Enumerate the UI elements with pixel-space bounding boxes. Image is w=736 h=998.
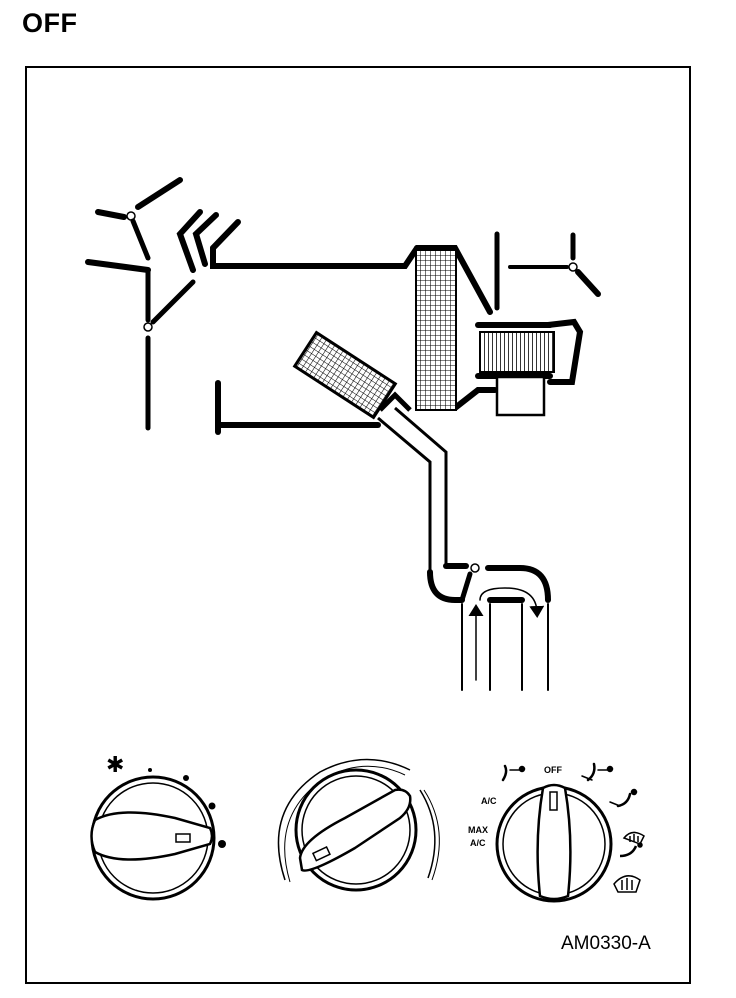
- fan-icon: ✱: [106, 753, 124, 778]
- page-title: OFF: [22, 8, 78, 38]
- blower-wheel: [479, 331, 555, 417]
- heater-core-seal: [378, 391, 412, 412]
- mode-label-max-ac-line2: A/C: [470, 838, 486, 848]
- diagram-frame: [25, 66, 691, 984]
- fan-speed-knob[interactable]: ✱: [90, 753, 227, 901]
- mode-label-ac: A/C: [481, 796, 497, 806]
- panel-floor-icon: [581, 762, 614, 782]
- floor-defrost-icon: [619, 831, 645, 858]
- defrost-icon: [613, 875, 641, 893]
- hvac-housing: [210, 231, 601, 435]
- evaporator-core: [415, 249, 457, 411]
- mode-knob[interactable]: [495, 783, 613, 903]
- figure-code: AM0330-A: [561, 933, 651, 954]
- floor-icon: [609, 788, 638, 808]
- mode-label-max-ac-line1: MAX: [468, 825, 488, 835]
- panel-vent-icon: [501, 764, 526, 782]
- heater-core: [292, 330, 398, 420]
- lower-duct: [377, 406, 448, 572]
- temperature-knob[interactable]: [277, 758, 440, 892]
- floor-outlet: [427, 563, 551, 691]
- outlet-doors: [85, 177, 241, 431]
- mode-label-off: OFF: [544, 765, 562, 775]
